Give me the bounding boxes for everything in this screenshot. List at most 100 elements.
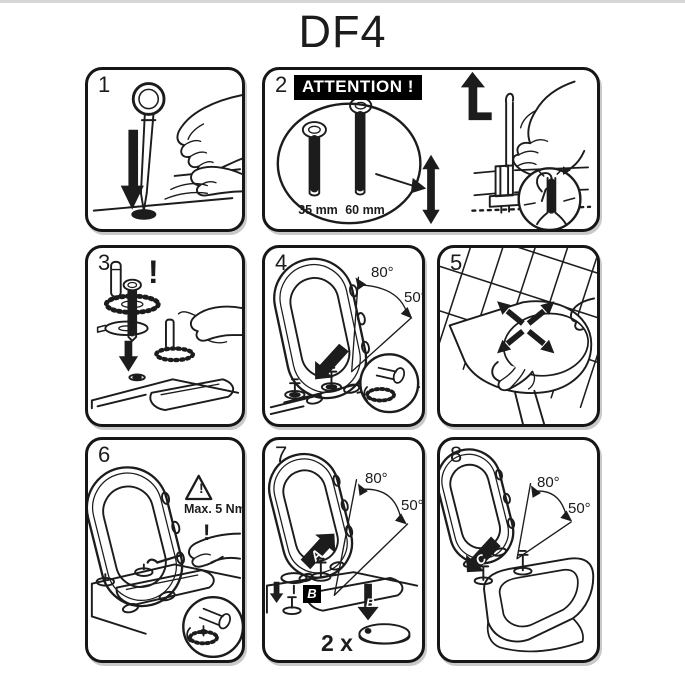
pin-tool — [505, 92, 515, 168]
page-title: DF4 — [298, 6, 387, 57]
hand — [188, 532, 242, 568]
seat-lid — [88, 466, 185, 614]
ceramic-surface — [90, 563, 242, 635]
angle-fan — [333, 479, 409, 596]
step-8-panel: 8 80° 50° C — [437, 437, 600, 663]
down-arrow — [118, 340, 139, 372]
angle-50-label: 50° — [401, 497, 424, 514]
step-a-arrow — [300, 533, 336, 570]
step-number: 5 — [450, 250, 463, 275]
wc-body — [448, 300, 593, 394]
step-2-illustration — [276, 71, 592, 229]
detail-inset — [182, 595, 242, 659]
quantity-label: 2 x — [321, 630, 353, 656]
step-4-panel: 4 80° 50° — [262, 245, 425, 427]
step-2-panel: 2 ATTENTION ! 35 mm 60 mm — [262, 67, 600, 232]
fan-arrowhead-bottom — [394, 513, 407, 525]
step-c-arrow — [466, 536, 501, 573]
exclamation-mark: ! — [148, 254, 159, 290]
upper-hand — [176, 94, 242, 176]
hinge-detail — [186, 607, 231, 646]
fixing-hole — [128, 373, 146, 382]
fan-arrowhead-top — [531, 485, 541, 498]
scan-edge-line — [0, 0, 685, 3]
angle-fan — [351, 276, 413, 373]
tool — [146, 553, 184, 564]
step-3-illustration — [90, 260, 242, 412]
fan-arrowhead-bottom — [400, 307, 413, 319]
step-7-illustration — [265, 452, 419, 645]
fan-arrowhead-top — [357, 483, 368, 496]
bolt-right — [320, 366, 343, 392]
bolt-left — [284, 378, 306, 400]
right-hand — [569, 297, 596, 331]
screw-35mm — [301, 121, 327, 197]
wc-pan — [483, 557, 595, 653]
step-8-illustration — [440, 448, 595, 653]
step-number: 3 — [98, 250, 111, 275]
step-b-arrow-label: B — [366, 596, 375, 610]
step-b-arrow — [357, 583, 379, 621]
down-arrow — [120, 129, 144, 210]
screw-35mm-label: 35 mm — [298, 203, 338, 217]
step-number: 4 — [275, 250, 288, 275]
hand — [190, 305, 242, 342]
angle-50-label: 50° — [568, 500, 591, 517]
angle-80-label: 80° — [537, 474, 560, 491]
up-down-arrow — [422, 154, 440, 225]
fan-arrowhead-bottom — [560, 510, 573, 522]
pointer-arrowhead — [410, 177, 427, 194]
step-5-illustration — [440, 248, 597, 424]
step-number: 7 — [275, 442, 288, 467]
anchor-wings — [536, 211, 567, 226]
step-number: 1 — [98, 72, 111, 97]
step-3-panel: 3 ! — [85, 245, 245, 427]
small-down-arrow — [269, 581, 284, 603]
hand — [512, 80, 586, 178]
surface-line — [92, 197, 234, 212]
angle-50-label: 50° — [404, 289, 425, 306]
left-hand — [491, 361, 534, 392]
hinge-left — [95, 573, 115, 587]
warning-triangle-icon — [185, 474, 213, 501]
cover-cap-left — [280, 572, 308, 616]
screw-60mm-label: 60 mm — [345, 203, 385, 217]
attention-label: ATTENTION ! — [294, 75, 422, 100]
angle-80-label: 80° — [371, 264, 394, 281]
detail-inset — [359, 353, 420, 414]
move-arrows-icon — [497, 301, 555, 354]
toothed-washer — [103, 293, 161, 315]
angle-80-label: 80° — [365, 470, 388, 487]
pin — [110, 260, 122, 298]
step-number: 2 — [275, 72, 288, 97]
bolt-right — [513, 550, 533, 576]
step-number: 6 — [98, 442, 111, 467]
pin-on-flange — [154, 318, 196, 363]
pointer-line — [375, 173, 414, 187]
step-6-panel: 6 ! Max. 5 Nm ! — [85, 437, 245, 663]
sleeve — [494, 164, 514, 198]
washer — [96, 320, 149, 336]
step-4-illustration — [269, 257, 421, 415]
ceramic-surface — [90, 378, 240, 410]
seat-lid — [273, 257, 370, 405]
bowl-opening — [115, 569, 215, 606]
angle-fan — [516, 482, 572, 560]
arm — [514, 389, 545, 424]
exclamation-mark: ! — [203, 520, 211, 545]
step-1-panel: 1 — [85, 67, 245, 232]
screw-60mm — [349, 96, 373, 196]
bowl-opening — [149, 378, 235, 412]
ceramic-surface — [269, 377, 421, 415]
warning-triangle-mark: ! — [199, 480, 204, 496]
step-b-square: B — [303, 585, 321, 603]
torque-limit-label: Max. 5 Nm — [184, 502, 245, 516]
hinge-detail — [363, 366, 405, 403]
magnifier-circle — [276, 102, 422, 225]
place-seat-arrow — [315, 343, 349, 380]
bowl-opening — [306, 576, 404, 612]
step-number: 8 — [450, 442, 463, 467]
step-6-illustration — [88, 466, 242, 659]
fan-arrowhead-top — [355, 277, 367, 290]
step-5-panel: 5 — [437, 245, 600, 427]
